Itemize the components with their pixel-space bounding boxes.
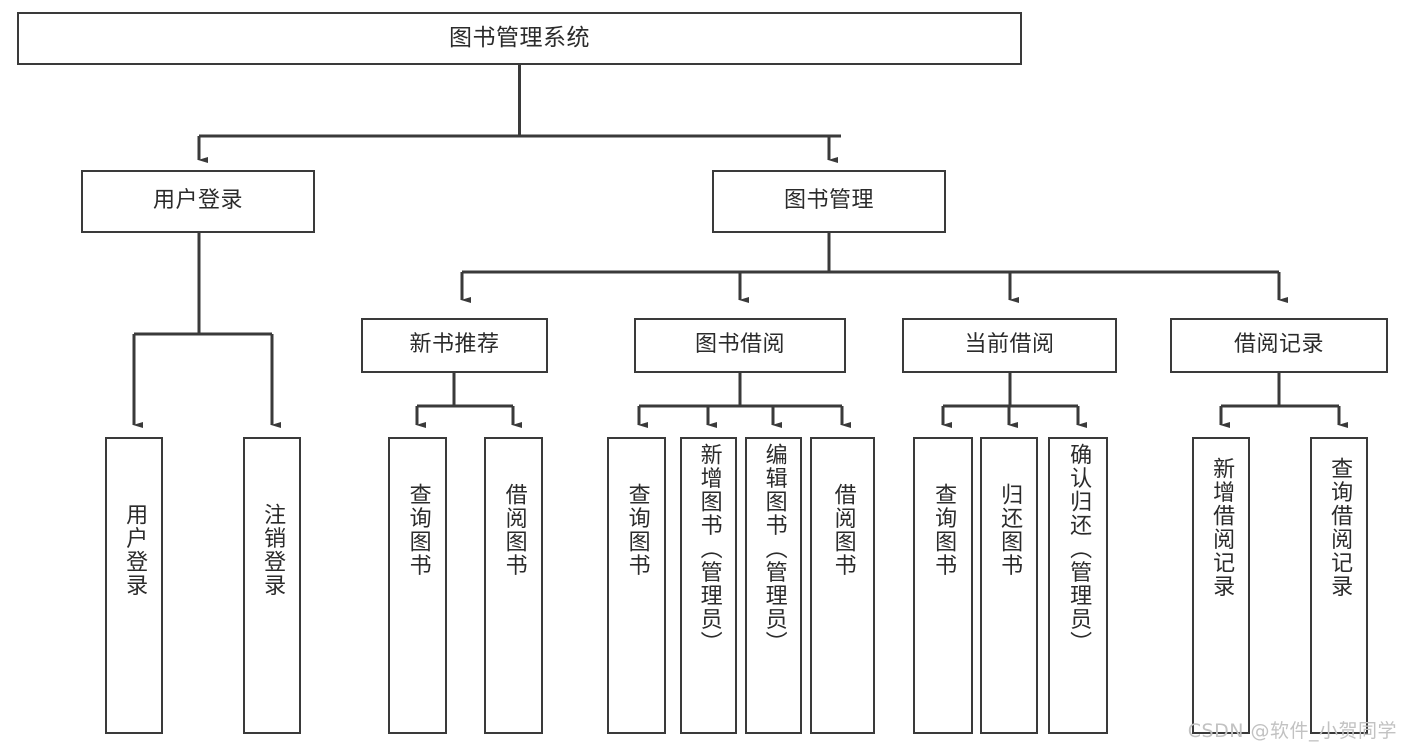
node-leaf-query-book-1-label: 查询图书: [405, 483, 431, 577]
node-leaf-query-book-3-label: 查询图书: [931, 483, 957, 577]
node-book-manage[interactable]: 图书管理: [712, 170, 946, 233]
node-current-borrow[interactable]: 当前借阅: [902, 318, 1117, 373]
node-leaf-edit-book-admin[interactable]: 编辑图书（管理员）: [745, 437, 802, 734]
node-new-book-recommend-label: 新书推荐: [409, 332, 500, 358]
node-leaf-user-login-label: 用户登录: [122, 503, 148, 597]
node-leaf-confirm-return-admin[interactable]: 确认归还（管理员）: [1048, 437, 1108, 734]
node-current-borrow-label: 当前借阅: [964, 332, 1055, 358]
node-leaf-add-book-admin-label: 新增图书（管理员）: [696, 443, 722, 655]
node-leaf-query-borrow-record-label: 查询借阅记录: [1327, 457, 1353, 598]
node-leaf-borrow-book-2-label: 借阅图书: [830, 483, 856, 577]
node-new-book-recommend[interactable]: 新书推荐: [361, 318, 548, 373]
node-leaf-return-book-label: 归还图书: [997, 483, 1023, 577]
node-leaf-borrow-book-1[interactable]: 借阅图书: [484, 437, 543, 734]
node-leaf-query-book-2-label: 查询图书: [624, 483, 650, 577]
node-leaf-query-borrow-record[interactable]: 查询借阅记录: [1310, 437, 1368, 734]
node-leaf-return-book[interactable]: 归还图书: [980, 437, 1038, 734]
node-leaf-query-book-1[interactable]: 查询图书: [388, 437, 447, 734]
node-leaf-confirm-return-admin-label: 确认归还（管理员）: [1066, 443, 1092, 655]
node-book-borrow[interactable]: 图书借阅: [634, 318, 846, 373]
node-leaf-query-book-3[interactable]: 查询图书: [913, 437, 973, 734]
node-leaf-logout-login[interactable]: 注销登录: [243, 437, 301, 734]
node-leaf-logout-login-label: 注销登录: [260, 503, 286, 597]
node-leaf-add-book-admin[interactable]: 新增图书（管理员）: [680, 437, 737, 734]
node-leaf-user-login[interactable]: 用户登录: [105, 437, 163, 734]
watermark: CSDN @软件_小贺同学: [1187, 720, 1397, 742]
node-leaf-add-borrow-record-label: 新增借阅记录: [1209, 457, 1235, 598]
node-leaf-query-book-2[interactable]: 查询图书: [607, 437, 666, 734]
node-user-login-label: 用户登录: [152, 188, 243, 214]
node-root-label: 图书管理系统: [449, 24, 590, 51]
node-root[interactable]: 图书管理系统: [17, 12, 1022, 65]
node-leaf-edit-book-admin-label: 编辑图书（管理员）: [761, 443, 787, 655]
node-leaf-borrow-book-1-label: 借阅图书: [501, 483, 527, 577]
node-leaf-add-borrow-record[interactable]: 新增借阅记录: [1192, 437, 1250, 734]
node-borrow-record[interactable]: 借阅记录: [1170, 318, 1388, 373]
node-book-borrow-label: 图书借阅: [694, 332, 785, 358]
node-leaf-borrow-book-2[interactable]: 借阅图书: [810, 437, 875, 734]
node-borrow-record-label: 借阅记录: [1233, 332, 1324, 358]
node-user-login[interactable]: 用户登录: [81, 170, 315, 233]
node-book-manage-label: 图书管理: [783, 188, 874, 214]
